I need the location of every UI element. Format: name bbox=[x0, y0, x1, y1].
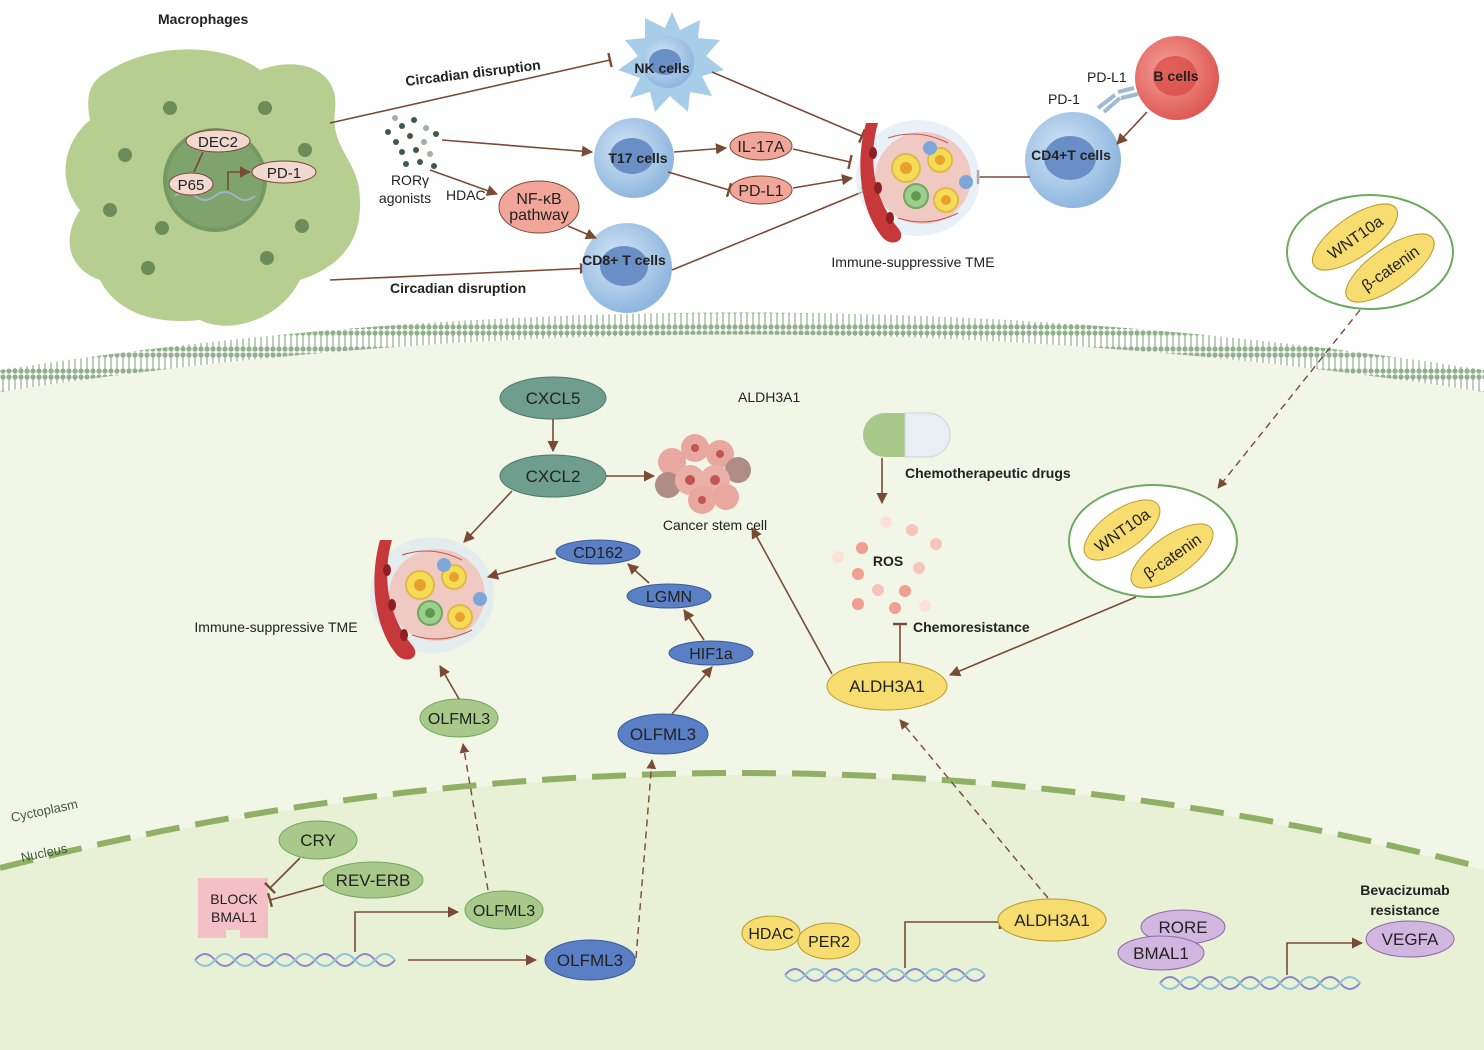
aldh3a1-bottom-label: ALDH3A1 bbox=[1014, 911, 1090, 930]
il17a-label: IL-17A bbox=[737, 139, 784, 156]
olfml3-green-node bbox=[464, 890, 544, 930]
nk-cell bbox=[618, 12, 724, 112]
wnt-beta-top-vesicle bbox=[1286, 194, 1454, 310]
cxcl2-label: CXCL2 bbox=[526, 467, 581, 486]
pdl1-mid-label: PD-L1 bbox=[738, 183, 783, 200]
cd4-t-cells-label: CD4+T cells bbox=[1031, 147, 1111, 163]
bcatenin-top-node bbox=[1345, 233, 1435, 303]
nucleus-region bbox=[0, 775, 1484, 1050]
ros-dots bbox=[832, 516, 942, 614]
circadian-bottom-label: Circadian disruption bbox=[390, 280, 526, 296]
olfml3-green-label: OLFML3 bbox=[473, 903, 535, 920]
cd4-t-cell bbox=[1025, 112, 1121, 208]
vegfa-node bbox=[1365, 920, 1455, 958]
hif1a-node bbox=[668, 640, 754, 666]
t17-cells-label: T17 cells bbox=[608, 150, 667, 166]
cell-membrane bbox=[0, 312, 1484, 392]
wnt10a-top-node bbox=[1311, 203, 1399, 271]
ror-agonist-dots bbox=[385, 115, 439, 169]
chemoresistance-label: Chemoresistance bbox=[913, 619, 1030, 635]
p65-label: P65 bbox=[178, 177, 205, 194]
cd8-t-cells-label: CD8+ T cells bbox=[582, 252, 666, 268]
pd-1-top-label: PD-1 bbox=[1048, 91, 1080, 107]
macrophages-label: Macrophages bbox=[158, 11, 248, 27]
pd1-mac-label: PD-1 bbox=[267, 165, 301, 182]
olfml3-mid-label: OLFML3 bbox=[630, 725, 696, 744]
olfml3-left-label: OLFML3 bbox=[428, 711, 490, 728]
chemo-drugs-label: Chemotherapeutic drugs bbox=[905, 465, 1071, 481]
vegfa-label: VEGFA bbox=[1382, 930, 1439, 949]
pd-l1-top-label: PD-L1 bbox=[1087, 69, 1127, 85]
nuclear-envelope bbox=[0, 770, 1484, 871]
olfml3-mid-node bbox=[617, 713, 709, 755]
nfkb-label-2: pathway bbox=[509, 207, 569, 224]
hif1a-label: HIF1a bbox=[689, 646, 733, 663]
macrophage bbox=[65, 49, 361, 326]
il17a-node bbox=[729, 131, 793, 161]
lgmn-label: LGMN bbox=[646, 589, 692, 606]
bmal1-right-node bbox=[1117, 935, 1205, 971]
ror-agonists-label-2: agonists bbox=[379, 190, 431, 206]
dec2-label: DEC2 bbox=[198, 134, 238, 151]
cry-label: CRY bbox=[300, 831, 336, 850]
tme-top-icon bbox=[855, 119, 981, 244]
bevacizumab-label-2: resistance bbox=[1370, 902, 1439, 918]
cd162-label: CD162 bbox=[573, 545, 623, 562]
tme-top-label: Immune-suppressive TME bbox=[831, 254, 994, 270]
rev-erb-label: REV-ERB bbox=[336, 871, 411, 890]
b-cells-label: B cells bbox=[1153, 68, 1198, 84]
cry-node bbox=[278, 820, 358, 860]
olfml3-blue-label: OLFML3 bbox=[557, 951, 623, 970]
hdac-bottom-label: HDAC bbox=[748, 926, 793, 943]
cxcl5-label: CXCL5 bbox=[526, 389, 581, 408]
cd162-node bbox=[555, 539, 641, 565]
tme-bottom-label: Immune-suppressive TME bbox=[194, 619, 357, 635]
p65-node bbox=[168, 172, 214, 196]
nk-cells-label: NK cells bbox=[634, 60, 689, 76]
rev-erb-node bbox=[322, 861, 424, 899]
bevacizumab-label-1: Bevacizumab bbox=[1360, 882, 1449, 898]
b-cell bbox=[1135, 36, 1219, 120]
dec2-node bbox=[185, 129, 251, 153]
block-label: BLOCK bbox=[210, 891, 258, 907]
cancer-stem-cell-icon bbox=[655, 434, 751, 514]
hdac-top-label: HDAC bbox=[446, 187, 486, 203]
lgmn-node bbox=[626, 583, 712, 609]
pd1-pdl1-receptor bbox=[1096, 86, 1139, 114]
rore-label: RORE bbox=[1158, 918, 1207, 937]
aldh3a1-mid-node bbox=[826, 661, 948, 711]
ror-agonists-label-1: RORγ bbox=[391, 172, 429, 188]
cancer-stem-cell-label: Cancer stem cell bbox=[663, 517, 767, 533]
pd1-mac-node bbox=[251, 160, 317, 184]
capsule-icon bbox=[863, 412, 951, 458]
per2-label: PER2 bbox=[808, 934, 850, 951]
nfkb-node bbox=[498, 180, 580, 234]
hdac-bottom-node bbox=[741, 915, 801, 951]
olfml3-blue-node bbox=[544, 939, 636, 981]
ros-label: ROS bbox=[873, 553, 903, 569]
bcatenin-mid-node bbox=[1130, 523, 1214, 589]
aldh3a1-title: ALDH3A1 bbox=[738, 389, 800, 405]
nfkb-label-1: NF-κB bbox=[516, 191, 561, 208]
aldh3a1-mid-label: ALDH3A1 bbox=[849, 677, 925, 696]
circadian-top-label: Circadian disruption bbox=[404, 57, 541, 89]
aldh3a1-bottom-node bbox=[997, 898, 1107, 942]
t17-cell bbox=[594, 118, 674, 198]
bmal1-left-label: BMAL1 bbox=[211, 909, 257, 925]
wnt10a-mid-node bbox=[1083, 499, 1161, 561]
per2-node bbox=[797, 922, 861, 960]
cd8-t-cell bbox=[582, 223, 672, 313]
bmal1-right-label: BMAL1 bbox=[1133, 944, 1189, 963]
block-bmal1-complex bbox=[198, 878, 268, 938]
